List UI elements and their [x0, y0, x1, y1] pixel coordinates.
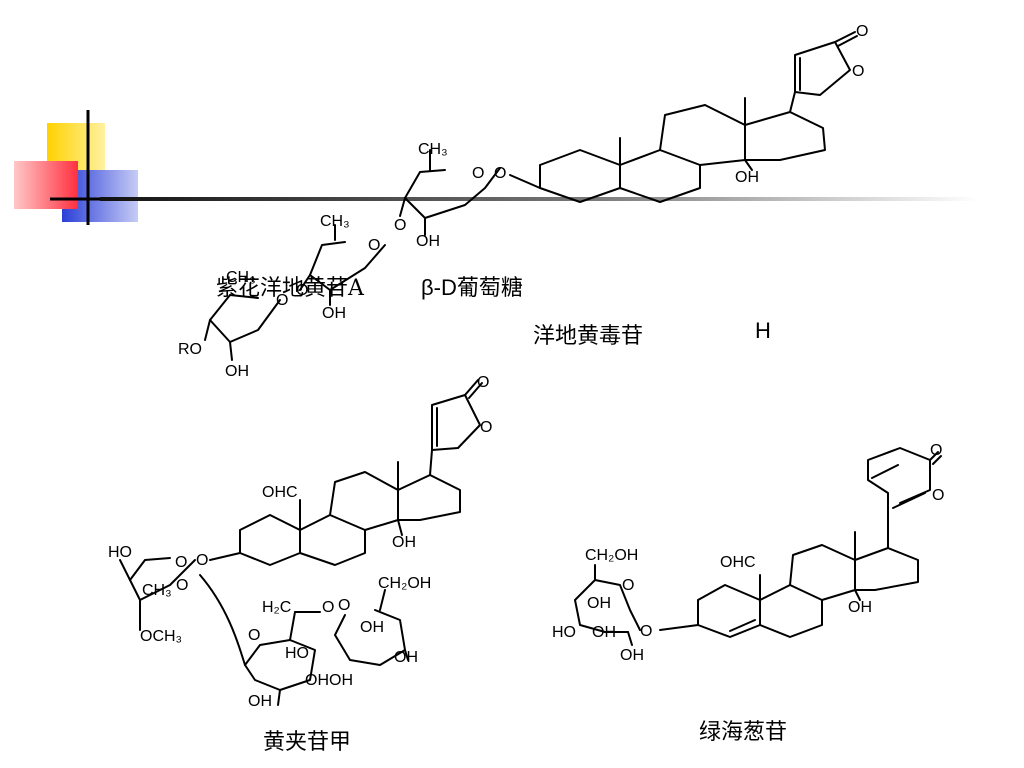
caption-compound-d: 绿海葱苷: [699, 720, 788, 745]
struct3-label-oh-3: OH: [620, 647, 644, 664]
struct1-label-oh-2: OH: [322, 305, 346, 322]
struct3-label-oh-1: OH: [587, 595, 611, 612]
struct3-label-o-carbonyl: O: [930, 442, 942, 459]
struct3-label-ohc: OHC: [720, 554, 756, 571]
struct2-label-ohoh: OHOH: [305, 672, 353, 689]
struct3-label-ho: HO: [552, 624, 576, 641]
caption-sugar-a: β-D葡萄糖: [421, 275, 523, 300]
struct2-label-o-carbonyl: O: [477, 374, 489, 391]
caption-sugar-h: H: [755, 318, 771, 343]
struct3-label-o-ring: O: [932, 487, 944, 504]
struct1-label-ch3-mid: CH₃: [320, 213, 350, 230]
struct3-label-o-sugar: O: [622, 577, 634, 594]
struct1-label-o-lactone-ring: O: [852, 63, 864, 80]
struct1-label-o-ring3: O: [276, 292, 288, 309]
caption-compound-a: 紫花洋地黄苷A: [216, 276, 364, 301]
struct2-label-o-link-a: O: [196, 552, 208, 569]
struct1-label-o-link2: O: [394, 217, 406, 234]
struct2-label-ch3: CH₃: [142, 582, 172, 599]
struct2-label-oh-b: OH: [248, 693, 272, 710]
struct3-label-oh-steroid: OH: [848, 599, 872, 616]
struct1-label-o-link1: O: [494, 165, 506, 182]
struct3-label-oh-2: OH: [592, 624, 616, 641]
struct2-label-oh-c2: OH: [394, 649, 418, 666]
caption-compound-c: 黄夹苷甲: [263, 730, 352, 755]
struct2-label-ch2oh: CH₂OH: [378, 575, 431, 592]
horizontal-rule: [100, 197, 980, 201]
struct1-label-oh-1: OH: [416, 233, 440, 250]
struct1-label-ro: RO: [178, 341, 202, 358]
struct3-label-o-link: O: [640, 623, 652, 640]
logo-red-square: [14, 161, 78, 209]
struct2-label-h2c: H₂C: [262, 599, 291, 616]
struct2-label-ho-b: HO: [285, 645, 309, 662]
struct2-label-o-link-b: O: [322, 599, 334, 616]
struct1-label-o-link3: O: [296, 282, 308, 299]
struct1-label-ch3-top: CH₃: [418, 141, 448, 158]
struct1-label-oh-3: OH: [225, 363, 249, 380]
struct2-label-ohc: OHC: [262, 484, 298, 501]
struct1-label-o-ring1: O: [472, 165, 484, 182]
struct1-label-o-ring2: O: [368, 237, 380, 254]
struct1-label-oh-steroid: OH: [735, 169, 759, 186]
struct1-label-ch3-low: CH₃: [226, 269, 256, 286]
struct3-label-ch2oh: CH₂OH: [585, 547, 638, 564]
struct2-label-och3: OCH₃: [140, 628, 182, 645]
struct2-label-o-ring: O: [480, 419, 492, 436]
struct2-label-o-sugar-c: O: [338, 597, 350, 614]
struct2-label-o-inner: O: [176, 577, 188, 594]
struct2-label-oh-c1: OH: [360, 619, 384, 636]
struct1-label-o-carbonyl: O: [856, 23, 868, 40]
struct2-label-ho: HO: [108, 544, 132, 561]
caption-compound-h: 洋地黄毒苷: [533, 324, 644, 349]
struct2-label-oh-steroid: OH: [392, 534, 416, 551]
struct2-label-o-sugar-b: O: [248, 627, 260, 644]
struct2-label-o-sugar-a: O: [175, 554, 187, 571]
